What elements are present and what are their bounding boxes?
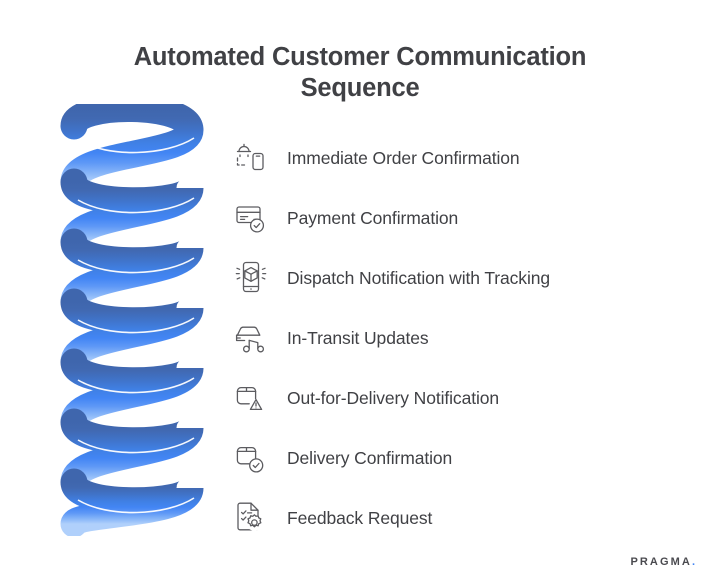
list-item[interactable]: Out-for-Delivery Notification	[234, 368, 694, 428]
list-item-label: Delivery Confirmation	[287, 447, 453, 468]
delivery-truck-icon	[234, 316, 276, 360]
communication-steps-list: Immediate Order Confirmation Payment Con…	[234, 128, 694, 548]
page-title: Automated Customer Communication Sequenc…	[133, 43, 587, 103]
list-item[interactable]: Delivery Confirmation	[234, 428, 694, 488]
list-item[interactable]: In-Transit Updates	[234, 308, 694, 368]
list-item-label: Out-for-Delivery Notification	[287, 387, 500, 408]
list-item-label: Dispatch Notification with Tracking	[287, 267, 550, 288]
list-item-label: Payment Confirmation	[287, 207, 459, 228]
list-item[interactable]: Immediate Order Confirmation	[234, 128, 694, 188]
bell-phone-notification-icon	[234, 136, 276, 180]
list-item-label: Feedback Request	[287, 507, 433, 528]
list-item[interactable]: Payment Confirmation	[234, 188, 694, 248]
credit-card-check-icon	[234, 196, 276, 240]
brand-name: PRAGMA	[630, 556, 692, 568]
list-item-label: In-Transit Updates	[287, 327, 429, 348]
helix-spiral-graphic	[48, 104, 216, 536]
box-warning-icon	[234, 376, 276, 420]
brand-dot: .	[691, 556, 695, 568]
phone-package-alert-icon	[234, 256, 276, 300]
list-item[interactable]: Feedback Request	[234, 488, 694, 548]
brand-logo: PRAGMA.	[630, 556, 695, 568]
list-item-label: Immediate Order Confirmation	[287, 147, 520, 168]
box-check-icon	[234, 436, 276, 480]
checklist-gear-document-icon	[234, 496, 276, 540]
list-item[interactable]: Dispatch Notification with Tracking	[234, 248, 694, 308]
